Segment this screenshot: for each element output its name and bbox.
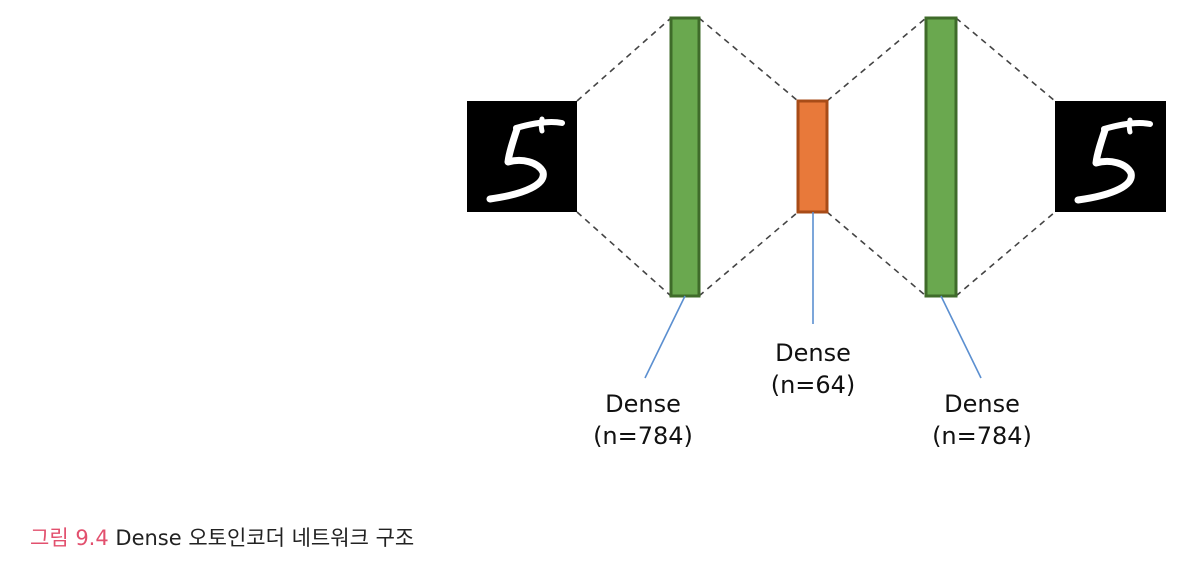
decoder-dense-layer bbox=[924, 16, 958, 298]
connector-line bbox=[698, 211, 799, 297]
connector-line bbox=[698, 17, 799, 102]
encoder-layer-units: (n=784) bbox=[593, 422, 693, 450]
reconstructed-digit-5-image bbox=[1055, 101, 1166, 212]
decoder-layer-units: (n=784) bbox=[932, 422, 1032, 450]
autoencoder-diagram bbox=[467, 16, 1166, 379]
bottleneck-layer-units: (n=64) bbox=[770, 371, 856, 399]
encoder-layer-name: Dense bbox=[605, 390, 681, 418]
encoder-dense-layer bbox=[669, 16, 701, 298]
encoder-layer-label: Dense (n=784) bbox=[563, 388, 723, 452]
bottleneck-dense-layer bbox=[796, 99, 829, 214]
decoder-layer-label: Dense (n=784) bbox=[902, 388, 1062, 452]
connector-line bbox=[826, 211, 927, 297]
figure-caption-text: Dense 오토인코더 네트워크 구조 bbox=[115, 526, 415, 550]
bottleneck-layer-label: Dense (n=64) bbox=[733, 337, 893, 401]
connector-line bbox=[955, 17, 1056, 102]
connector-line bbox=[576, 17, 672, 102]
pointer-line-encoder bbox=[644, 295, 686, 379]
decoder-layer-name: Dense bbox=[944, 390, 1020, 418]
bottleneck-layer-name: Dense bbox=[775, 339, 851, 367]
handwritten-digit-5-image bbox=[467, 101, 577, 212]
connector-line bbox=[576, 211, 672, 297]
figure-caption: 그림 9.4 Dense 오토인코더 네트워크 구조 bbox=[30, 524, 414, 552]
pointer-line-decoder bbox=[940, 295, 982, 379]
connector-lines bbox=[576, 17, 1056, 297]
figure-number: 그림 9.4 bbox=[30, 526, 109, 550]
connector-line bbox=[955, 211, 1056, 297]
pointer-lines bbox=[644, 212, 982, 379]
connector-line bbox=[826, 17, 927, 102]
